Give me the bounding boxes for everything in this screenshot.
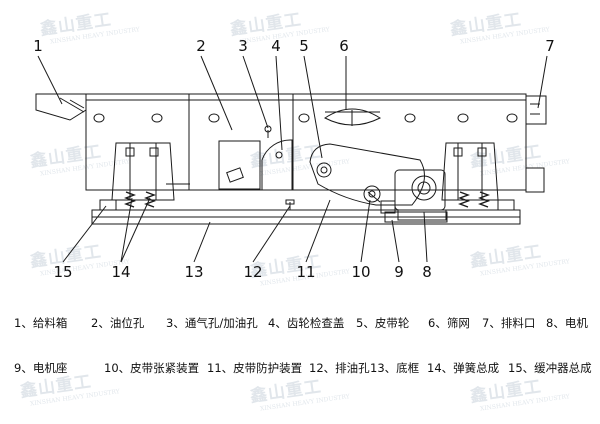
right-spring-support (441, 142, 499, 201)
legend-item: 2、油位孔 (91, 316, 145, 330)
legend-item: 7、排料口 (482, 316, 536, 330)
callout-number: 12 (243, 263, 263, 281)
callout-number: 2 (196, 37, 206, 55)
callout-number: 8 (422, 263, 432, 281)
gear-inspection-cover (188, 93, 294, 191)
screen-mesh (324, 108, 382, 126)
vibrating-screen-drawing (35, 55, 548, 263)
callout-number: 3 (238, 37, 248, 55)
belt-guard (309, 143, 425, 206)
legend-item: 15、缓冲器总成 (508, 361, 592, 375)
callout-number: 6 (339, 37, 349, 55)
screen-box (85, 93, 527, 191)
legend-item: 3、通气孔/加油孔 (166, 316, 258, 330)
feed-box (35, 93, 87, 121)
left-spring-support (111, 142, 190, 201)
callout-number: 13 (184, 263, 204, 281)
legend-item: 1、给料箱 (14, 316, 68, 330)
callout-number: 10 (351, 263, 371, 281)
legend-item: 6、筛网 (428, 316, 470, 330)
callout-number: 9 (394, 263, 404, 281)
legend-item: 5、皮带轮 (356, 316, 410, 330)
legend-item: 12、排油孔 (309, 361, 370, 375)
callout-number: 1 (33, 37, 43, 55)
legend-item: 9、电机座 (14, 361, 68, 375)
leader-lines (37, 55, 548, 263)
callout-number: 14 (111, 263, 131, 281)
base-frame (91, 199, 521, 225)
legend-item: 8、电机 (546, 316, 588, 330)
legend-item: 14、弹簧总成 (427, 361, 500, 375)
legend-item: 13、底框 (370, 361, 420, 375)
buffer-assembly (99, 199, 515, 211)
callout-number: 4 (271, 37, 281, 55)
legend-item: 4、齿轮检查盖 (268, 316, 345, 330)
callout-number: 15 (53, 263, 73, 281)
callout-number: 7 (545, 37, 555, 55)
callout-number: 5 (299, 37, 309, 55)
discharge-port (525, 95, 547, 193)
legend-item: 10、皮带张紧装置 (104, 361, 200, 375)
legend-item: 11、皮带防护装置 (207, 361, 303, 375)
callout-number: 11 (296, 263, 316, 281)
